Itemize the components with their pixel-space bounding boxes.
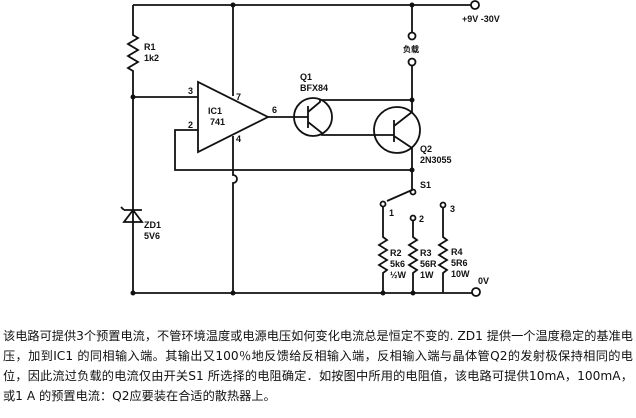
s1-label: S1 bbox=[420, 180, 431, 190]
zd1-label: ZD1 bbox=[144, 220, 161, 230]
r2-resistor bbox=[377, 207, 389, 293]
r4-value: 5R6 bbox=[451, 258, 468, 268]
q1-value: BFX84 bbox=[300, 83, 328, 93]
r4-power: 10W bbox=[451, 269, 470, 279]
q1-label: Q1 bbox=[300, 72, 312, 82]
load-terminal-bottom bbox=[407, 57, 417, 67]
s1-pos-1: 1 bbox=[389, 208, 394, 218]
r3-value: 56R bbox=[420, 259, 437, 269]
r4-resistor bbox=[437, 208, 449, 293]
q1-transistor bbox=[293, 97, 333, 137]
ground-label: 0V bbox=[478, 276, 489, 286]
s1-switch bbox=[386, 170, 413, 202]
r3-power: 1W bbox=[420, 270, 434, 280]
load-label: 负载 bbox=[403, 44, 419, 54]
q2-label: Q2 bbox=[420, 144, 432, 154]
r1-resistor bbox=[126, 5, 140, 200]
load-terminal-top bbox=[407, 31, 417, 41]
pin-6: 6 bbox=[272, 105, 277, 115]
pin-2: 2 bbox=[188, 120, 193, 130]
pin-3: 3 bbox=[188, 86, 193, 96]
zd1-zener bbox=[120, 200, 144, 293]
circuit-diagram: +9V -30V 0V R1 1k2 ZD1 5V6 IC1 741 3 2 7… bbox=[120, 0, 500, 297]
q2-value: 2N3055 bbox=[420, 155, 452, 165]
pin-7: 7 bbox=[236, 92, 241, 102]
r2-power: ½W bbox=[390, 270, 407, 280]
supply-label: +9V -30V bbox=[462, 14, 500, 24]
r1-label: R1 bbox=[144, 42, 156, 52]
r2-value: 5k6 bbox=[390, 259, 405, 269]
r3-label: R3 bbox=[420, 248, 432, 258]
s1-pos-3: 3 bbox=[450, 204, 455, 214]
q2-transistor bbox=[373, 106, 421, 154]
supply-terminal bbox=[470, 0, 480, 10]
ground-terminal bbox=[471, 287, 481, 297]
ic1-label: IC1 bbox=[208, 106, 222, 116]
description-paragraph: 该电路可提供3个预置电流，不管环境温度或电源电压如何变化电流总是恒定不变的. Z… bbox=[3, 329, 633, 403]
r1-value: 1k2 bbox=[144, 53, 159, 63]
zd1-value: 5V6 bbox=[144, 231, 160, 241]
s1-pos-2: 2 bbox=[419, 214, 424, 224]
r4-label: R4 bbox=[451, 247, 463, 257]
pin-4: 4 bbox=[236, 134, 241, 144]
ic1-value: 741 bbox=[210, 117, 225, 127]
description-text: 该电路可提供3个预置电流，不管环境温度或电源电压如何变化电流总是恒定不变的. Z… bbox=[3, 326, 633, 406]
r3-resistor bbox=[407, 221, 419, 293]
ic1-opamp bbox=[197, 80, 271, 154]
r2-label: R2 bbox=[390, 248, 402, 258]
